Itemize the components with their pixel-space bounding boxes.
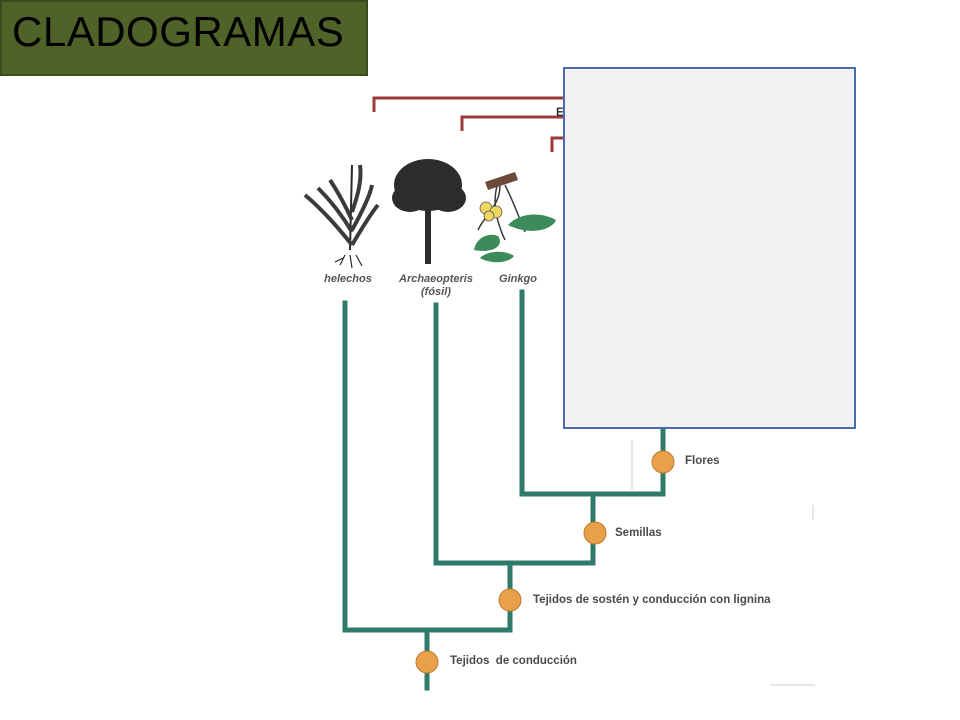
label-ginkgo: Ginkgo (499, 273, 537, 285)
faint-marks (631, 440, 815, 686)
slide-title: CLADOGRAMAS (12, 8, 345, 55)
bracket-inner (550, 136, 565, 152)
tree-illustration (392, 159, 466, 264)
trait-label-lignina: Tejidos de sostén y conducción con ligni… (533, 594, 771, 606)
trait-label-flores: Flores (685, 455, 720, 467)
trait-label-conduccion: Tejidos de conducción (450, 655, 577, 667)
cladogram-branches (342, 289, 666, 691)
bracket-middle (460, 115, 565, 131)
node-conduccion (415, 650, 439, 674)
title-banner: CLADOGRAMAS (0, 0, 368, 76)
label-helechos: helechos (324, 273, 372, 285)
bracket-letter: E (556, 105, 564, 119)
trait-label-semillas: Semillas (615, 527, 662, 539)
trait-nodes (415, 450, 675, 674)
cover-box (563, 67, 856, 429)
fern-illustration (303, 164, 380, 269)
label-archaeopteris: Archaeopteris (fósil) (399, 273, 473, 298)
bracket-outer (372, 96, 565, 112)
node-flores (651, 450, 675, 474)
node-semillas (583, 521, 607, 545)
group-brackets (372, 96, 565, 152)
ginkgo-illustration (474, 172, 556, 263)
label-archaeopteris-note: (fósil) (421, 286, 451, 298)
node-lignina (498, 588, 522, 612)
